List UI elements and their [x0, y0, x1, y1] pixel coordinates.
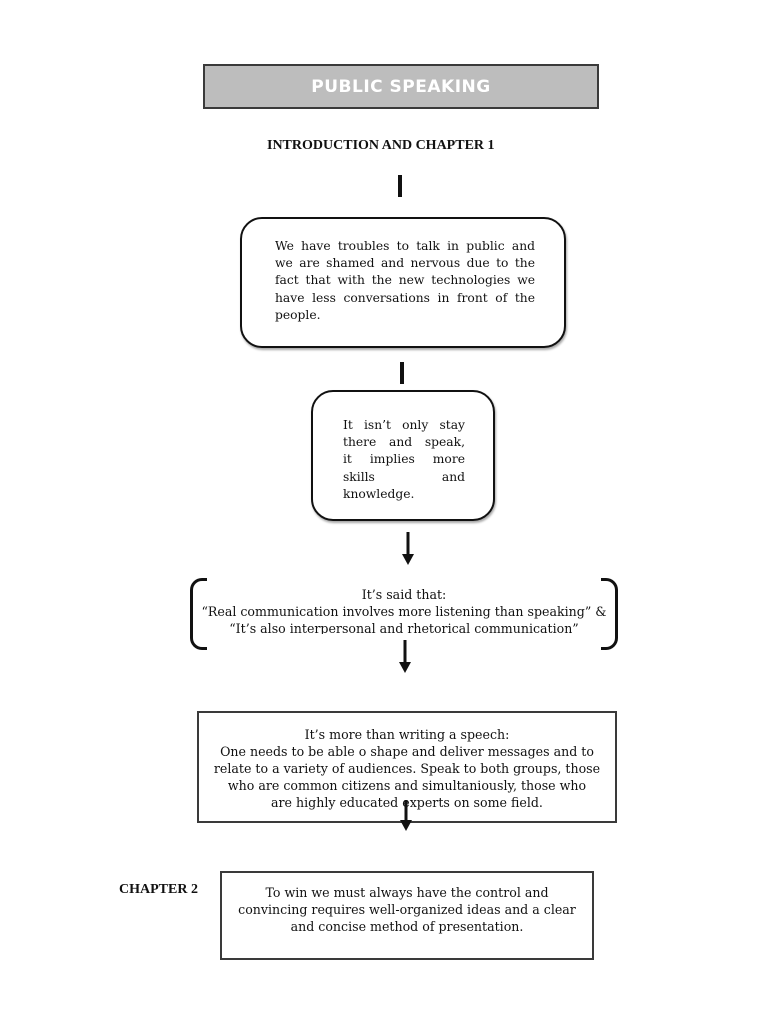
section-heading-intro: INTRODUCTION AND CHAPTER 1	[267, 138, 495, 153]
arrow-down-2	[399, 640, 411, 673]
text-line: convincing requires well-organized ideas…	[238, 902, 576, 917]
text-line: people.	[275, 307, 321, 322]
connector-2	[400, 362, 404, 384]
node-more-than-speech: It’s more than writing a speech: One nee…	[197, 711, 617, 823]
quote-line: “Real communication involves more listen…	[201, 604, 607, 619]
arrow-down-3	[400, 800, 412, 831]
text-line: knowledge.	[343, 486, 415, 501]
connector-1	[398, 175, 402, 197]
text-line: it implies more	[343, 452, 465, 467]
node-more-skills: It isn’t only stay there and speak, it i…	[311, 390, 495, 521]
arrow-down-1	[402, 532, 414, 565]
text-line: who are common citizens and simultanious…	[227, 778, 587, 793]
diagram-title: PUBLIC SPEAKING	[311, 76, 491, 97]
quote-line: “It’s also interpersonal and rhetorical …	[229, 621, 579, 634]
quote-bracket-node: It’s said that: “Real communication invo…	[190, 578, 618, 650]
node-more-skills-text: It isn’t only stay there and speak, it i…	[343, 417, 465, 503]
node-troubles-text: We have troubles to talk in public and w…	[275, 238, 535, 324]
text-line: It isn’t only stay	[343, 418, 465, 432]
text-line: have less conversations in front of the	[275, 290, 535, 305]
node-win-control: To win we must always have the control a…	[220, 871, 594, 960]
text-line: we are shamed and nervous due to the	[275, 256, 535, 271]
left-bracket	[190, 578, 207, 650]
quote-intro: It’s said that:	[361, 587, 447, 602]
title-box: PUBLIC SPEAKING	[203, 64, 599, 109]
text-line: relate to a variety of audiences. Speak …	[213, 761, 601, 776]
text-line: It’s more than writing a speech:	[304, 727, 510, 742]
text-line: there and speak,	[343, 435, 465, 450]
node-troubles-talking: We have troubles to talk in public and w…	[240, 217, 566, 348]
text-line: fact that with the new technologies we	[275, 273, 535, 288]
right-bracket	[601, 578, 618, 650]
text-line: To win we must always have the control a…	[265, 885, 549, 900]
text-line: We have troubles to talk in public and	[275, 239, 535, 253]
text-line: and concise method of presentation.	[290, 919, 524, 934]
text-line: skills and	[343, 469, 465, 484]
text-line: One needs to be able o shape and deliver…	[220, 744, 594, 759]
section-heading-chapter2: CHAPTER 2	[119, 882, 198, 897]
